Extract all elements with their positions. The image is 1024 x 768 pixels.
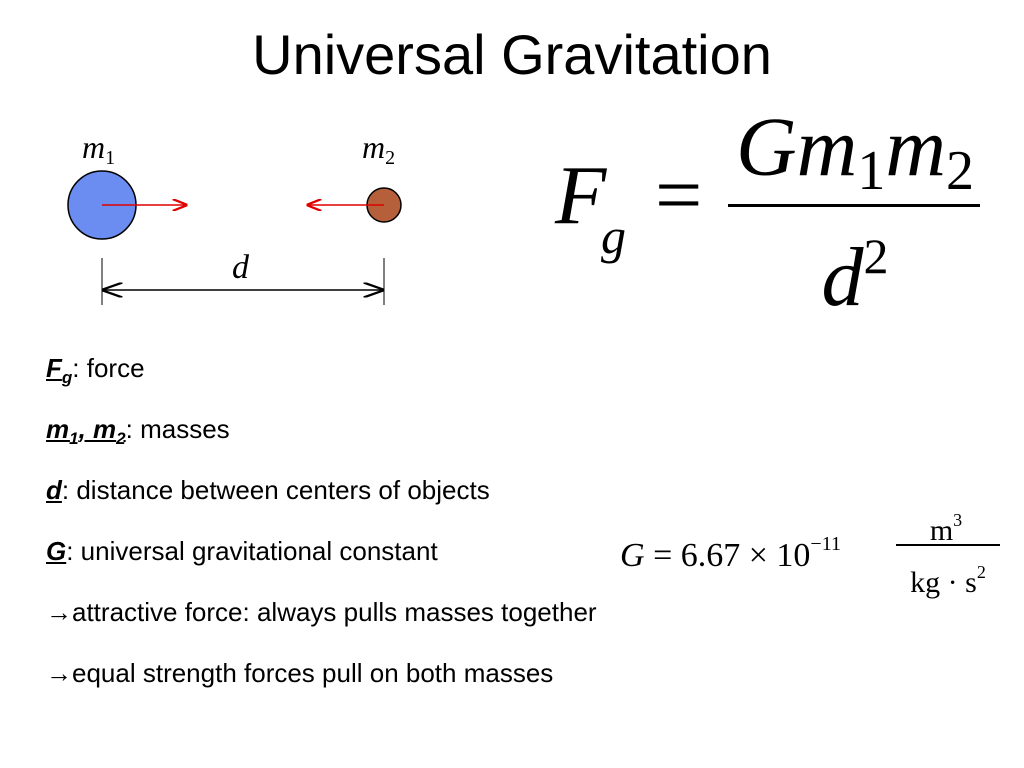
- definition-symbol: d: [46, 475, 62, 505]
- definition-text: : force: [72, 353, 145, 383]
- mass1-label: m1: [82, 129, 115, 169]
- slide-title: Universal Gravitation: [252, 23, 772, 86]
- formula-equals: =: [655, 149, 703, 242]
- formula-sub1: 1: [857, 140, 886, 202]
- formula-G: G: [735, 101, 797, 194]
- note-equal-forces: →equal strength forces pull on both mass…: [46, 653, 597, 714]
- mass2-subscript: 2: [385, 147, 395, 169]
- definition-text: : universal gravitational constant: [66, 536, 438, 566]
- mass2-label: m2: [362, 129, 395, 169]
- constant-value: G = 6.67 × 10−11: [620, 522, 841, 578]
- distance-label: d: [232, 249, 250, 286]
- formula-force-symbol: F: [555, 149, 607, 242]
- note-attractive-force: →attractive force: always pulls masses t…: [46, 592, 597, 653]
- definition-force: Fg: force: [46, 348, 597, 409]
- gravitation-diagram: m1 m2 d: [67, 129, 402, 305]
- definition-symbol: Fg: [46, 353, 73, 388]
- note-text: equal strength forces pull on both masse…: [72, 658, 554, 688]
- formula-force-subscript: g: [601, 208, 626, 264]
- formula-denominator: d2: [725, 208, 985, 326]
- constant-exponent: −11: [810, 533, 841, 555]
- formula-fraction-bar: [728, 204, 980, 207]
- definition-masses: m1, m2: masses: [46, 409, 597, 470]
- constant-unit-numerator: m3: [929, 510, 963, 547]
- definition-text: : masses: [125, 414, 230, 444]
- constant-mantissa: = 6.67 × 10: [644, 537, 811, 574]
- formula-m2: m: [885, 101, 946, 194]
- gravitation-formula: F g = Gm1m2 d2: [545, 100, 1005, 324]
- formula-d: d: [821, 231, 864, 324]
- constant-unit-denominator: kg · s2: [910, 562, 986, 599]
- formula-numerator: Gm1m2: [725, 100, 985, 219]
- definitions-list: Fg: force m1, m2: masses d: distance bet…: [46, 348, 597, 714]
- formula-m1: m: [796, 101, 858, 194]
- definition-symbol: m1, m2: [46, 414, 126, 449]
- arrow-icon: →: [46, 658, 72, 688]
- formula-power: 2: [863, 228, 889, 284]
- mass1-subscript: 1: [105, 147, 115, 169]
- gravitational-constant-equation: G = 6.67 × 10−11 m3 kg · s2: [620, 500, 1010, 600]
- note-text: attractive force: always pulls masses to…: [72, 597, 597, 627]
- definition-symbol: G: [46, 536, 67, 566]
- definition-constant: G: universal gravitational constant: [46, 531, 597, 592]
- constant-unit-bar: [896, 544, 1000, 546]
- arrow-icon: →: [46, 597, 72, 627]
- formula-sub2: 2: [946, 140, 974, 202]
- definition-text: : distance between centers of objects: [61, 475, 490, 505]
- mass2-symbol: m: [362, 129, 385, 165]
- definition-distance: d: distance between centers of objects: [46, 470, 597, 531]
- constant-symbol: G: [620, 537, 645, 574]
- mass1-symbol: m: [82, 129, 105, 165]
